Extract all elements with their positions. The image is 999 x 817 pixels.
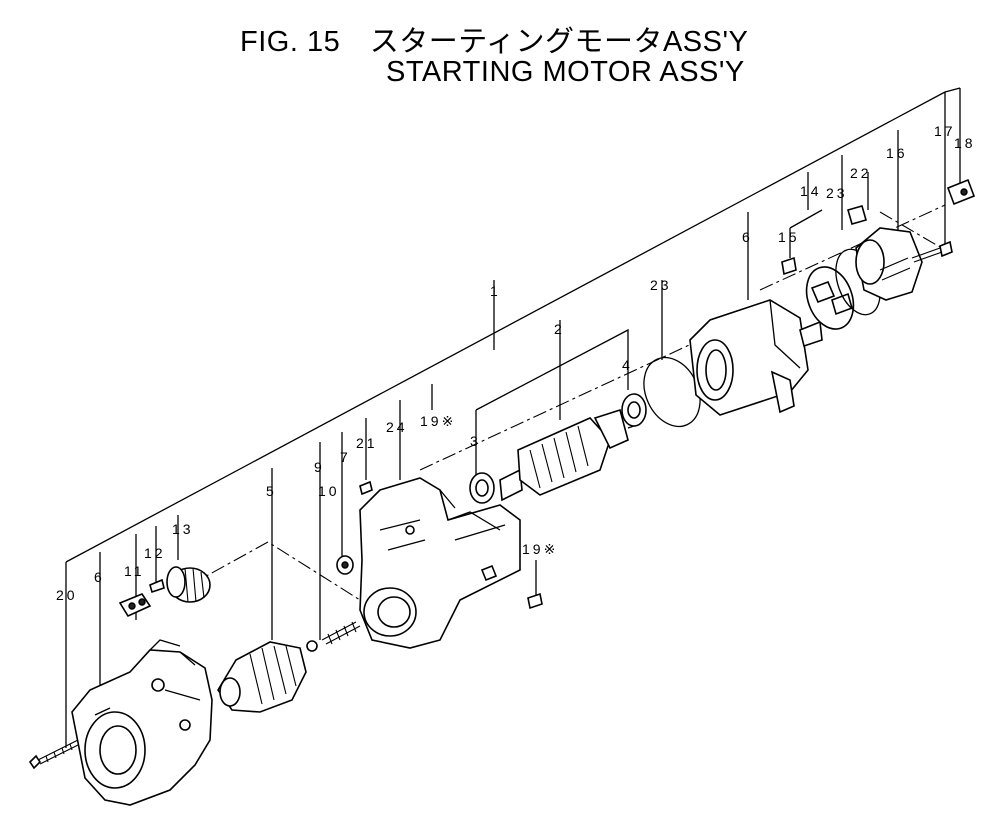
part-clip xyxy=(781,256,797,276)
part-armature xyxy=(499,408,641,502)
callout-15: 15 xyxy=(778,229,800,245)
callout-labels: 1 2 3 4 5 6 6 7 9 10 11 12 13 14 15 16 1… xyxy=(56,123,976,603)
callout-18: 18 xyxy=(954,135,976,151)
callout-13: 13 xyxy=(172,521,194,537)
part-housing xyxy=(359,477,521,649)
callout-7: 7 xyxy=(340,449,351,465)
callout-6-rear: 6 xyxy=(742,229,753,245)
callout-24: 24 xyxy=(386,419,408,435)
part-bearing-front xyxy=(469,472,495,504)
callout-23-front: 23 xyxy=(650,277,672,293)
callout-22: 22 xyxy=(850,165,872,181)
callout-5: 5 xyxy=(266,483,277,499)
callout-12: 12 xyxy=(144,545,166,561)
callout-21: 21 xyxy=(356,435,378,451)
callout-10: 10 xyxy=(318,483,340,499)
callout-20: 20 xyxy=(56,587,78,603)
callout-14: 14 xyxy=(800,183,822,199)
part-bracket-plate xyxy=(946,178,976,206)
callout-16: 16 xyxy=(886,145,908,161)
figure-title-jp: FIG. 15 スターティングモータASS'Y xyxy=(240,26,749,58)
part-ball xyxy=(306,640,318,652)
part-bolt-lower xyxy=(480,564,543,610)
part-rear-cover xyxy=(855,227,923,301)
part-pinion-gear xyxy=(166,566,211,603)
callout-3: 3 xyxy=(470,433,481,449)
part-through-bolt xyxy=(28,737,85,770)
part-small-screw xyxy=(359,480,373,496)
callout-1: 1 xyxy=(490,283,501,299)
callout-9: 9 xyxy=(314,459,325,475)
callout-6-front: 6 xyxy=(94,569,105,585)
callout-17: 17 xyxy=(934,123,956,139)
part-cap xyxy=(847,205,867,225)
part-pin xyxy=(149,578,165,594)
assembly-centerline xyxy=(189,204,946,601)
assembly-bracket-line xyxy=(65,87,961,563)
part-yoke xyxy=(689,299,823,416)
part-through-screw xyxy=(911,240,953,263)
part-shift-lever xyxy=(118,593,152,618)
part-nut xyxy=(336,555,354,575)
figure-title-en: STARTING MOTOR ASS'Y xyxy=(386,56,745,88)
part-drive-end-frame xyxy=(71,639,213,806)
part-overrunning-clutch xyxy=(217,641,307,713)
part-bearing-rear xyxy=(621,393,647,427)
part-brush-holder xyxy=(805,266,855,330)
callout-11: 11 xyxy=(124,563,145,579)
callout-19-lower: 19※ xyxy=(522,541,558,557)
callout-4: 4 xyxy=(622,357,633,373)
callout-2: 2 xyxy=(554,321,565,337)
part-spring xyxy=(321,621,361,645)
callout-19-upper: 19※ xyxy=(420,413,456,429)
callout-23-rear: 23 xyxy=(826,185,848,201)
